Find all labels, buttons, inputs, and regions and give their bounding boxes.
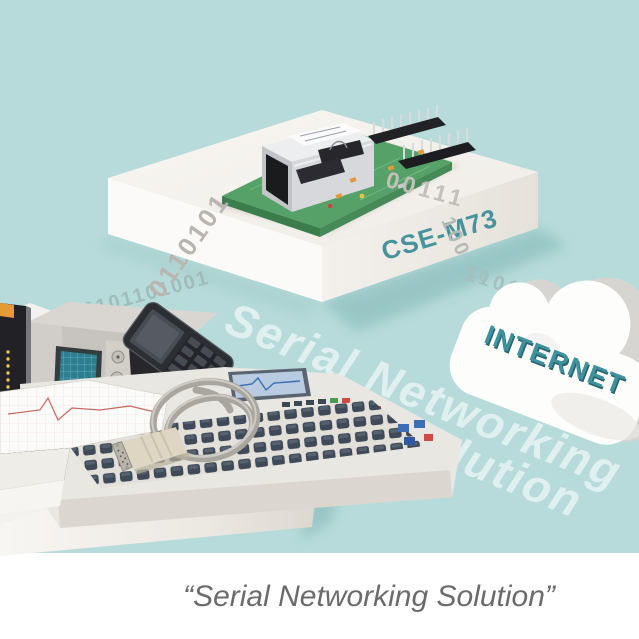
module-platform-left-face (108, 178, 322, 302)
internet-cloud: INTERNET INTERNET (449, 277, 639, 445)
rj45-port-opening (266, 154, 288, 205)
db9-hood-ridges (140, 431, 173, 463)
rj45-side-face (292, 140, 374, 212)
ecg-screen (232, 371, 306, 398)
paper-ecg-trace (7, 396, 156, 421)
module-platform-right-face (322, 172, 538, 302)
rj45-connector (262, 123, 374, 212)
jumper-wire (329, 140, 348, 151)
db9-connector (111, 427, 191, 475)
db9-hood (119, 427, 188, 470)
mobile-phone (122, 301, 234, 402)
ecg-screen-trace (237, 376, 301, 392)
db9-screw-2 (125, 465, 129, 469)
ethernet-module-board (214, 105, 476, 237)
smd-components (327, 149, 425, 209)
black-device-orange-badge (0, 303, 14, 318)
db9-underside (133, 451, 191, 475)
pin-header-base (368, 117, 446, 144)
phone-screen-inner (134, 314, 180, 360)
rj45-label-lines (299, 126, 347, 142)
caption-text: “Serial Networking Solution” (183, 580, 557, 613)
pin-header-row-1 (368, 105, 446, 144)
ecg-front-shading (58, 470, 452, 528)
pin-header-base-2 (398, 142, 476, 169)
paper-fold (0, 448, 70, 490)
ic-chip-1 (318, 140, 364, 164)
cloud-crease-shade (524, 332, 559, 358)
ecg-paper (0, 379, 169, 514)
board-edge-right (320, 162, 452, 237)
paper-grid (0, 380, 168, 454)
paper-fold-2 (0, 480, 64, 514)
ic-chip-2 (296, 158, 345, 184)
module-platform-shadow (322, 228, 568, 332)
caption-strip: “Serial Networking Solution” (0, 553, 639, 639)
caption-strip-bg (0, 553, 639, 639)
board-edge-front (222, 196, 320, 237)
pin-header-row-2 (398, 128, 476, 169)
db9-pins (117, 449, 129, 465)
ecg-function-buttons-right (398, 420, 433, 445)
db9-screw-1 (115, 444, 119, 448)
cloud-bottom-shade (551, 392, 639, 441)
module-platform-shadow-left (98, 234, 322, 318)
